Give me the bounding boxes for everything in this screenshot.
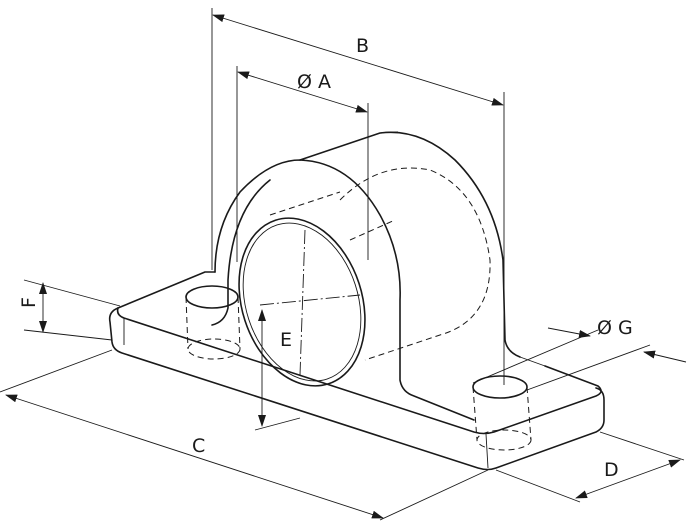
dimension-c: C (0, 349, 489, 521)
base-plate (108, 271, 605, 471)
dimension-g: Ø G (472, 317, 687, 391)
label-c: C (192, 435, 205, 457)
label-b: B (356, 35, 369, 57)
mounting-holes (185, 285, 532, 451)
label-f: F (18, 297, 40, 308)
label-a: Ø A (297, 71, 331, 93)
dimension-f: F (18, 279, 121, 341)
label-g: Ø G (597, 317, 633, 339)
pedestal (211, 131, 521, 421)
label-d: D (604, 459, 619, 481)
dimension-a: Ø A (236, 66, 369, 262)
dimension-b: B (211, 8, 505, 385)
label-e: E (280, 329, 292, 351)
dimension-d: D (495, 431, 685, 503)
